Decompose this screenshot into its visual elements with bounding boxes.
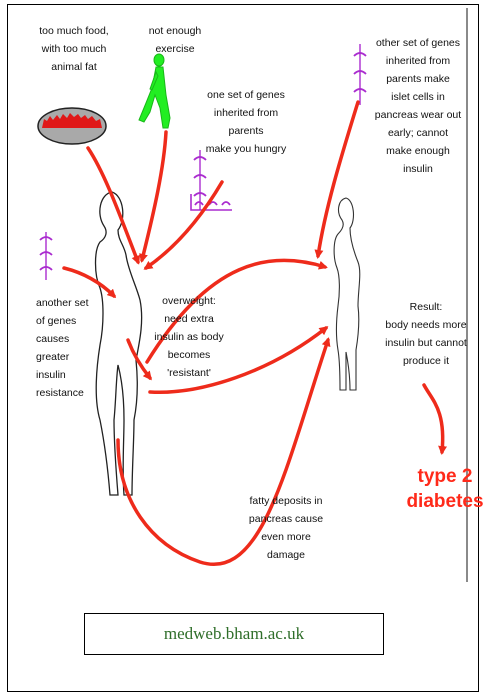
label-genes-insulin-resistance: another set of genes causes greater insu…	[36, 294, 98, 402]
arrow-icon	[142, 132, 166, 260]
arrow-icon	[318, 102, 358, 256]
dna-strand-icon	[354, 44, 366, 105]
arrow-icon	[64, 268, 114, 296]
label-fatty-deposits: fatty deposits in pancreas cause even mo…	[236, 492, 336, 564]
label-overweight: overweight: need extra insulin as body b…	[146, 292, 232, 382]
person-outline-icon	[334, 198, 360, 390]
label-too-much-food: too much food, with too much animal fat	[34, 22, 114, 76]
arrow-icon	[88, 148, 138, 262]
label-not-enough-exercise: not enough exercise	[146, 22, 204, 58]
label-result: Result: body needs more insulin but cann…	[376, 298, 476, 370]
source-credit: medweb.bham.ac.uk	[164, 624, 304, 644]
food-platter-icon	[38, 108, 106, 144]
source-credit-box: medweb.bham.ac.uk	[84, 613, 384, 655]
label-genes-islet-cells: other set of genes inherited from parent…	[366, 34, 470, 178]
walking-person-icon	[139, 54, 170, 128]
arrow-icon	[424, 385, 443, 452]
label-type-2-diabetes: type 2 diabetes	[397, 464, 486, 514]
label-genes-make-hungry: one set of genes inherited from parents …	[196, 86, 296, 158]
dna-strand-icon	[40, 232, 52, 280]
